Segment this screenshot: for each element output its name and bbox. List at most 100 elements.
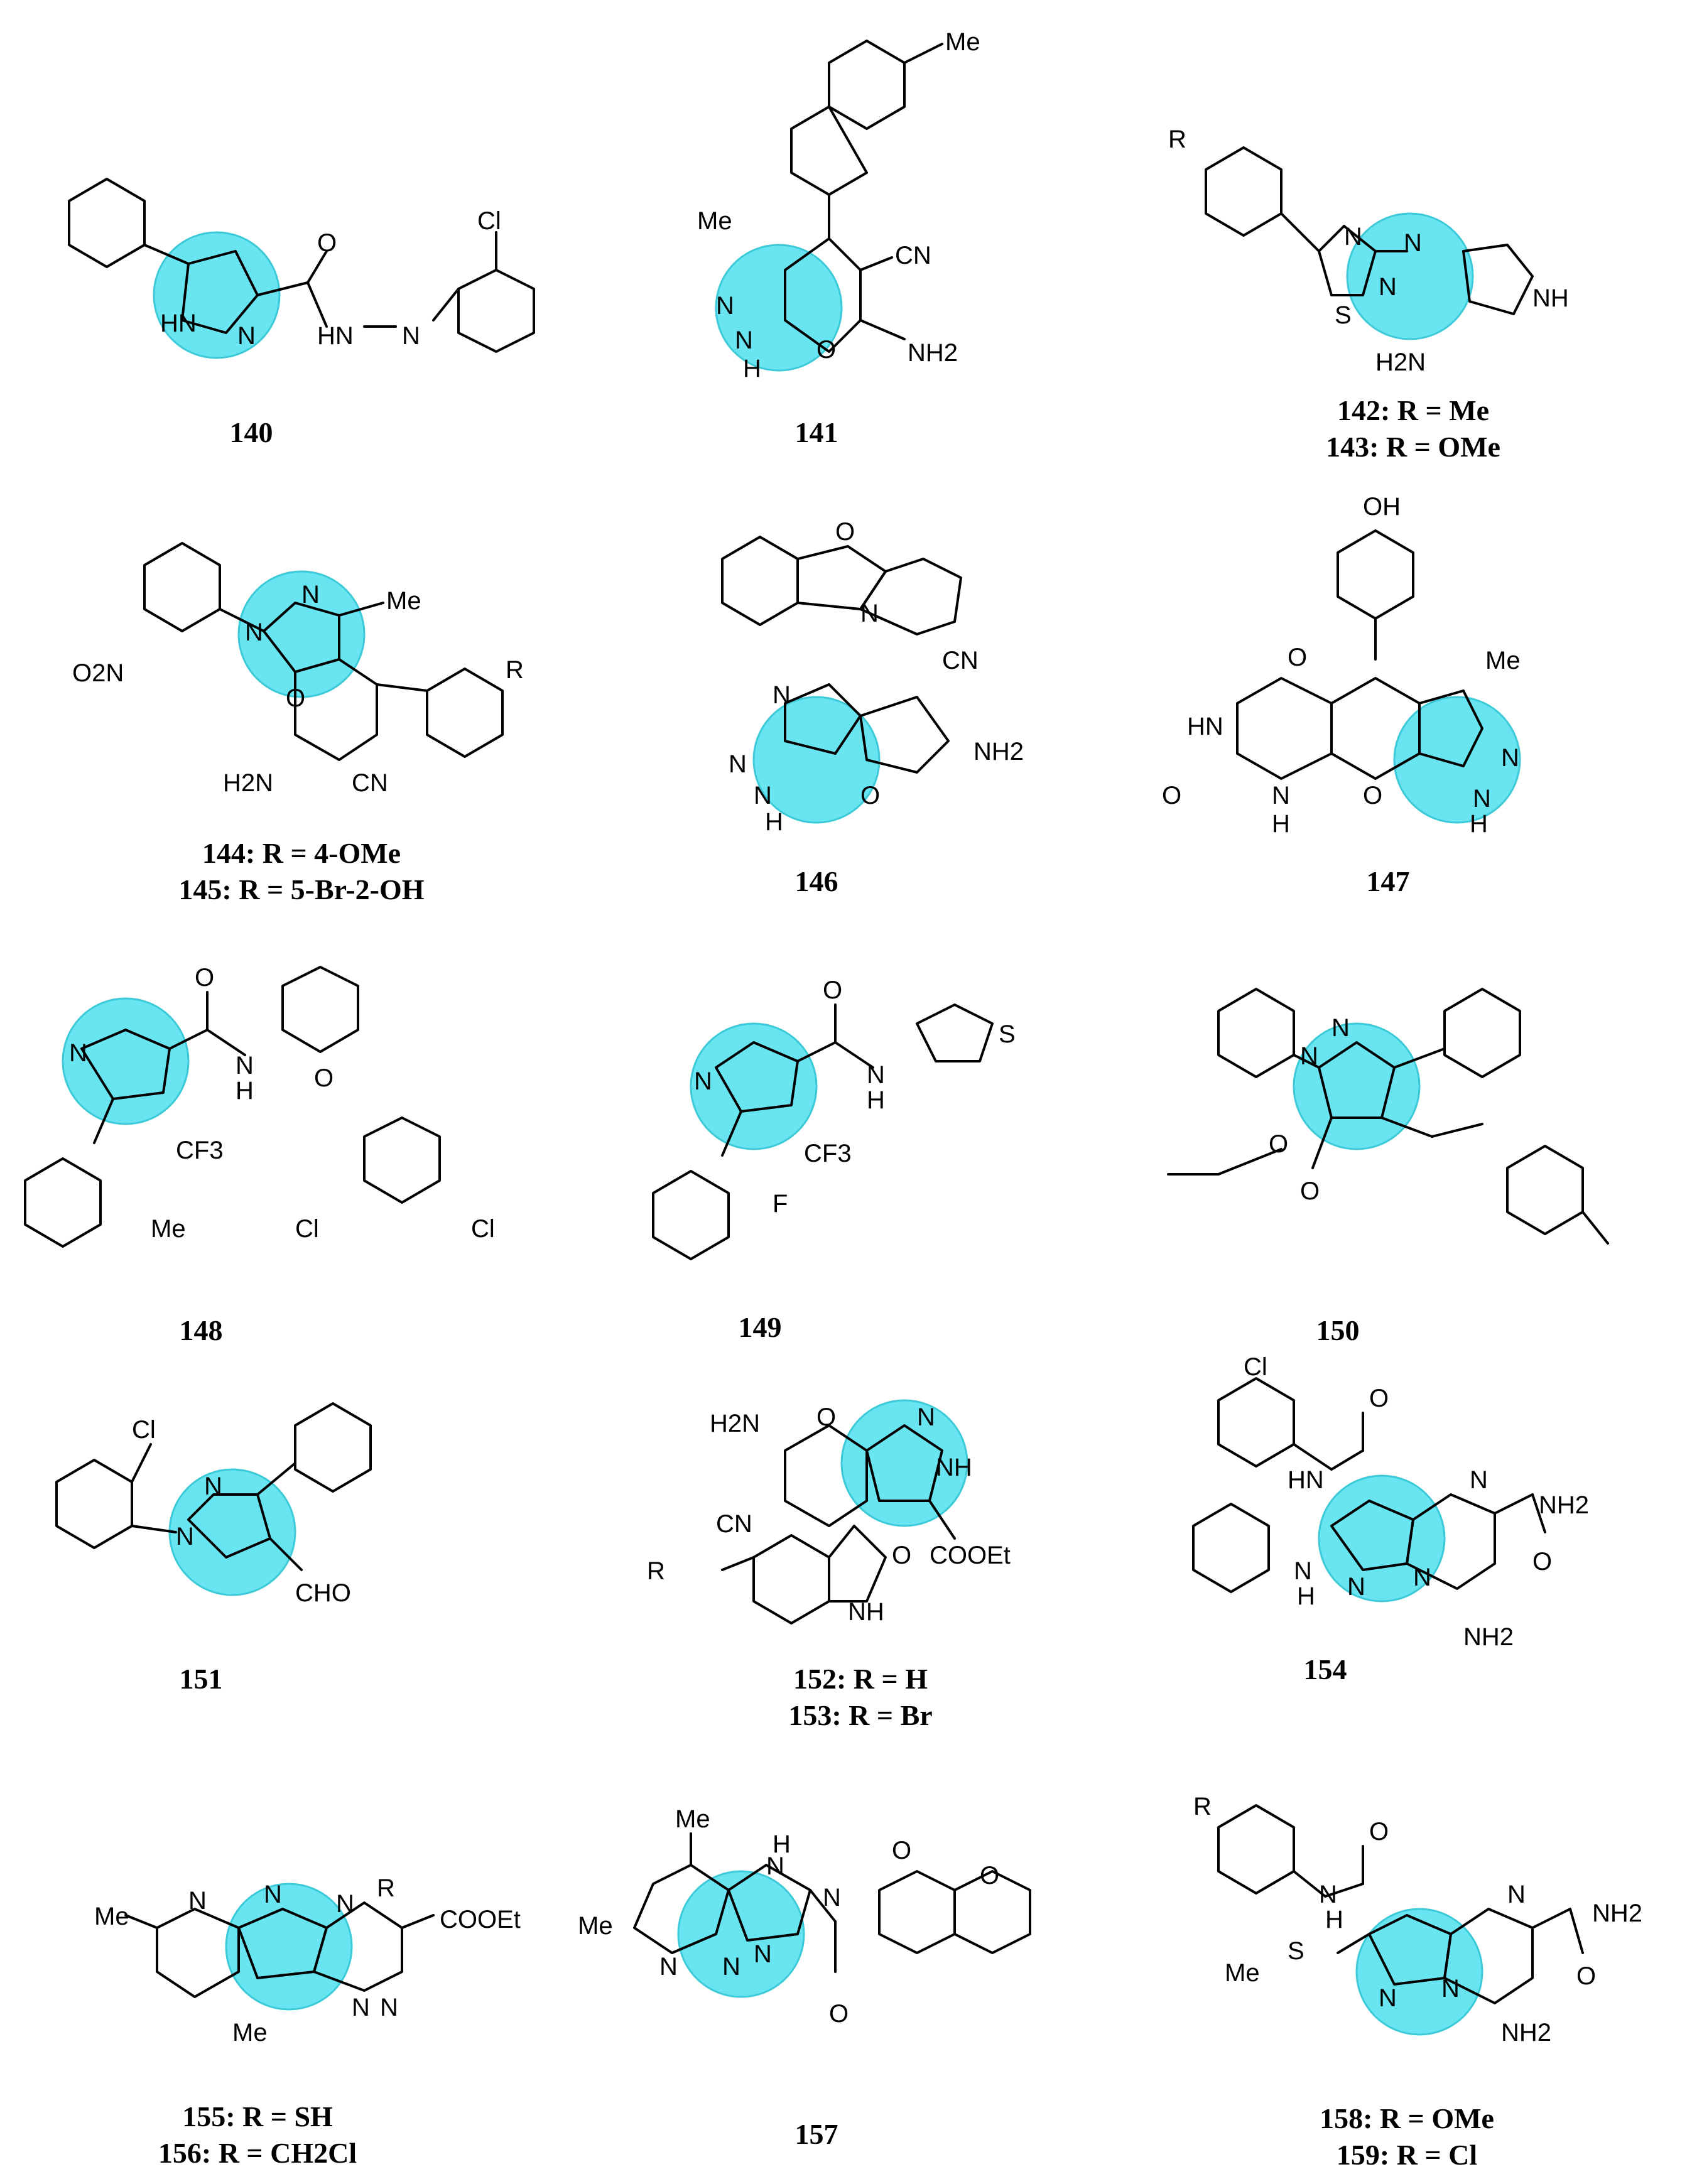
svg-text:N: N xyxy=(301,581,320,608)
svg-text:N: N xyxy=(69,1039,87,1067)
svg-text:N: N xyxy=(716,292,734,320)
svg-text:NH: NH xyxy=(848,1598,884,1626)
compound-149: O N N H S CF3 F 149 xyxy=(565,942,1131,1356)
compound-148: O N N H CF3 O Me Cl Cl 148 xyxy=(0,942,565,1356)
compound-label-141: 141 xyxy=(794,416,838,448)
svg-text:H: H xyxy=(1272,810,1290,838)
svg-text:R: R xyxy=(647,1557,665,1585)
svg-text:N: N xyxy=(754,782,772,809)
svg-text:N: N xyxy=(773,681,791,709)
svg-text:N: N xyxy=(722,1953,740,1981)
compound-label-158: 158: R = OMe xyxy=(1320,2102,1494,2134)
svg-text:N: N xyxy=(380,1994,398,2021)
structure-140: HN N O HN N Cl xyxy=(68,178,535,359)
svg-text:O: O xyxy=(1300,1177,1320,1205)
svg-text:Me: Me xyxy=(94,1903,129,1930)
svg-text:Cl: Cl xyxy=(1244,1353,1267,1381)
svg-text:Me: Me xyxy=(1485,647,1521,674)
svg-text:O: O xyxy=(829,2000,849,2028)
structure-155-156: R N N N Me COOEt N N Me xyxy=(94,1874,521,2046)
structure-157: Me H N N O Me N N N O O xyxy=(578,1805,1031,2028)
structure-146: O N N CN N N H O NH2 xyxy=(721,518,1024,836)
svg-text:N: N xyxy=(735,327,753,354)
svg-text:H: H xyxy=(236,1077,254,1105)
svg-text:N: N xyxy=(188,1887,207,1915)
svg-text:N: N xyxy=(867,1061,885,1089)
svg-text:N: N xyxy=(1404,229,1422,257)
compound-label-151: 151 xyxy=(179,1663,223,1695)
svg-text:H: H xyxy=(773,1830,791,1858)
svg-text:Me: Me xyxy=(386,587,421,615)
compound-label-152: 152: R = H xyxy=(793,1663,928,1695)
pyrazole-highlight xyxy=(1293,1022,1421,1150)
compound-154: Cl O HN N NH2 N N N H O NH2 154 xyxy=(1131,1353,1692,1746)
svg-text:N: N xyxy=(1272,782,1290,809)
structure-150: N N O O xyxy=(1167,988,1609,1245)
svg-text:S: S xyxy=(1288,1937,1304,1965)
structure-141: Me N N H O CN NH2 Me xyxy=(697,28,980,382)
compound-147: OH O HN Me O N H O N N H 147 xyxy=(1131,477,1692,942)
svg-text:O: O xyxy=(816,336,836,364)
svg-text:N: N xyxy=(264,1881,282,1908)
svg-text:N: N xyxy=(237,322,256,350)
svg-text:O2N: O2N xyxy=(72,659,124,687)
compound-146: O N N CN N N H O NH2 146 xyxy=(565,477,1131,942)
svg-text:N: N xyxy=(659,1953,678,1981)
svg-text:Me: Me xyxy=(1225,1959,1260,1987)
svg-text:N: N xyxy=(1300,1042,1318,1070)
svg-text:N: N xyxy=(204,1473,222,1500)
compound-150: N N O O 150 xyxy=(1131,942,1692,1356)
svg-text:S: S xyxy=(1335,301,1352,329)
structure-154: Cl O HN N NH2 N N N H O NH2 xyxy=(1192,1353,1589,1651)
svg-text:O: O xyxy=(314,1064,334,1092)
compound-label-156: 156: R = CH2Cl xyxy=(158,2137,357,2169)
compound-144-145: O2N N N Me R O H2N CN 144: R = 4-OMe 145… xyxy=(0,477,565,942)
structure-149: O N N H S CF3 F xyxy=(652,976,1016,1260)
svg-text:Me: Me xyxy=(151,1215,186,1243)
svg-text:CHO: CHO xyxy=(295,1579,351,1607)
svg-text:CN: CN xyxy=(895,242,931,269)
compound-140: HN N O HN N Cl 140 xyxy=(0,0,565,477)
svg-text:N: N xyxy=(1331,1014,1350,1042)
svg-text:H: H xyxy=(1470,810,1488,838)
svg-text:H: H xyxy=(743,355,761,382)
svg-text:R: R xyxy=(1168,126,1186,153)
svg-text:COOEt: COOEt xyxy=(440,1906,521,1933)
svg-text:HN: HN xyxy=(317,322,354,350)
svg-text:O: O xyxy=(1162,782,1181,809)
svg-text:H: H xyxy=(1325,1906,1343,1933)
pyrazole-highlight xyxy=(237,570,366,698)
compound-label-159: 159: R = Cl xyxy=(1336,2139,1478,2171)
svg-text:HN: HN xyxy=(1288,1466,1324,1494)
svg-text:Me: Me xyxy=(945,28,980,56)
compound-157: Me H N N O Me N N N O O 157 xyxy=(565,1746,1131,2184)
svg-text:CF3: CF3 xyxy=(804,1140,852,1167)
svg-text:OH: OH xyxy=(1363,493,1401,521)
svg-text:O: O xyxy=(860,782,880,809)
svg-text:N: N xyxy=(1473,785,1491,813)
svg-text:N: N xyxy=(917,1403,935,1431)
svg-text:O: O xyxy=(980,1862,999,1889)
svg-text:O: O xyxy=(1532,1548,1552,1576)
compound-label-142: 142: R = Me xyxy=(1337,394,1490,426)
structure-148: O N N H CF3 O Me Cl Cl xyxy=(24,964,495,1248)
svg-text:NH2: NH2 xyxy=(1463,1623,1514,1651)
compound-label-143: 143: R = OMe xyxy=(1326,431,1500,463)
svg-text:N: N xyxy=(1319,1881,1337,1908)
structure-152-153: H2N O N NH CN R O COOEt NH xyxy=(647,1399,1011,1626)
pyrazole-highlight xyxy=(1318,1474,1446,1603)
compound-label-150: 150 xyxy=(1316,1314,1360,1346)
svg-text:COOEt: COOEt xyxy=(930,1542,1011,1569)
svg-text:Cl: Cl xyxy=(132,1416,156,1444)
svg-text:O: O xyxy=(835,518,855,546)
svg-text:Me: Me xyxy=(232,2019,268,2046)
pyrazole-highlight xyxy=(1355,1908,1483,2036)
svg-text:O: O xyxy=(317,229,337,257)
svg-text:N: N xyxy=(754,1940,772,1968)
compound-label-157: 157 xyxy=(794,2118,838,2150)
svg-text:O: O xyxy=(823,976,842,1004)
svg-text:Cl: Cl xyxy=(471,1215,495,1243)
svg-text:N: N xyxy=(245,619,263,646)
svg-text:HN: HN xyxy=(160,310,197,337)
svg-text:NH2: NH2 xyxy=(908,339,958,367)
